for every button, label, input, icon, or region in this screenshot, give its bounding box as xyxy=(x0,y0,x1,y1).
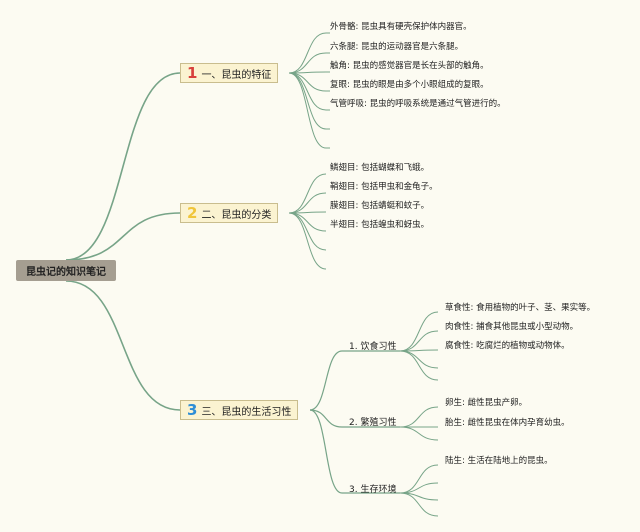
leaf-item[interactable]: 半翅目: 包括蝗虫和蚜虫。 xyxy=(330,220,430,230)
root-node[interactable]: 昆虫记的知识笔记 xyxy=(16,260,116,281)
connector-line xyxy=(399,464,439,494)
leaf-item[interactable]: 外骨骼: 昆虫具有硬壳保护体内器官。 xyxy=(330,22,472,32)
connector-line xyxy=(399,406,439,428)
connector-line xyxy=(399,426,439,441)
branch-number: 1 xyxy=(187,64,198,82)
leaf-item[interactable]: 腐食性: 吃腐烂的植物或动物体。 xyxy=(445,341,570,351)
connector-line xyxy=(288,212,327,270)
branch-node-characteristics[interactable]: 1 一、昆虫的特征 xyxy=(180,63,279,83)
connector-line xyxy=(288,72,327,111)
connector-line xyxy=(309,409,343,494)
sub-node-diet[interactable]: 1. 饮食习性 xyxy=(349,342,397,352)
connector-line xyxy=(288,192,327,214)
leaf-item[interactable]: 触角: 昆虫的感觉器官是长在头部的触角。 xyxy=(330,61,489,71)
branch-label: 三、昆虫的生活习性 xyxy=(201,406,292,418)
leaf-item[interactable]: 卵生: 雌性昆虫产卵。 xyxy=(445,398,528,408)
sub-node-reproduction[interactable]: 2. 繁殖习性 xyxy=(349,418,397,428)
leaf-item[interactable]: 复眼: 昆虫的眼是由多个小眼组成的复眼。 xyxy=(330,80,489,90)
leaf-item[interactable]: 六条腿: 昆虫的运动器官是六条腿。 xyxy=(330,42,464,52)
leaf-item[interactable]: 陆生: 生活在陆地上的昆虫。 xyxy=(445,456,553,466)
connector-line xyxy=(65,72,181,261)
connector-line xyxy=(399,330,439,352)
leaf-item[interactable]: 膜翅目: 包括蜻蜓和蚊子。 xyxy=(330,201,430,211)
connector-line xyxy=(399,311,439,352)
connector-line xyxy=(65,212,181,261)
leaf-item[interactable]: 鞘翅目: 包括甲虫和金龟子。 xyxy=(330,182,438,192)
leaf-item[interactable]: 肉食性: 捕食其他昆虫或小型动物。 xyxy=(445,322,579,332)
connector-line xyxy=(288,72,327,149)
connector-line xyxy=(288,32,327,74)
branch-label: 二、昆虫的分类 xyxy=(201,209,272,221)
leaf-item[interactable]: 草食性: 食用植物的叶子、茎、果实等。 xyxy=(445,303,596,313)
branch-node-habits[interactable]: 3 三、昆虫的生活习性 xyxy=(180,400,299,420)
connector-line xyxy=(288,212,327,232)
branch-label: 一、昆虫的特征 xyxy=(201,69,272,81)
root-label: 昆虫记的知识笔记 xyxy=(26,267,106,278)
connector-line xyxy=(65,280,181,411)
connector-line xyxy=(309,350,343,411)
branch-number: 3 xyxy=(187,401,198,419)
sub-node-habitat[interactable]: 3. 生存环境 xyxy=(349,485,397,495)
connector-line xyxy=(288,52,327,74)
leaf-item[interactable]: 气管呼吸: 昆虫的呼吸系统是通过气管进行的。 xyxy=(330,99,506,109)
connector-line xyxy=(288,212,327,251)
leaf-item[interactable]: 鳞翅目: 包括蝴蝶和飞蛾。 xyxy=(330,163,430,173)
leaf-item[interactable]: 胎生: 雌性昆虫在体内孕育幼虫。 xyxy=(445,418,570,428)
connector-line xyxy=(399,492,439,517)
connector-line xyxy=(399,350,439,381)
branch-node-classification[interactable]: 2 二、昆虫的分类 xyxy=(180,203,279,223)
connector-line xyxy=(309,409,343,428)
connector-line xyxy=(288,173,327,214)
connector-line xyxy=(399,482,439,494)
branch-number: 2 xyxy=(187,204,198,222)
